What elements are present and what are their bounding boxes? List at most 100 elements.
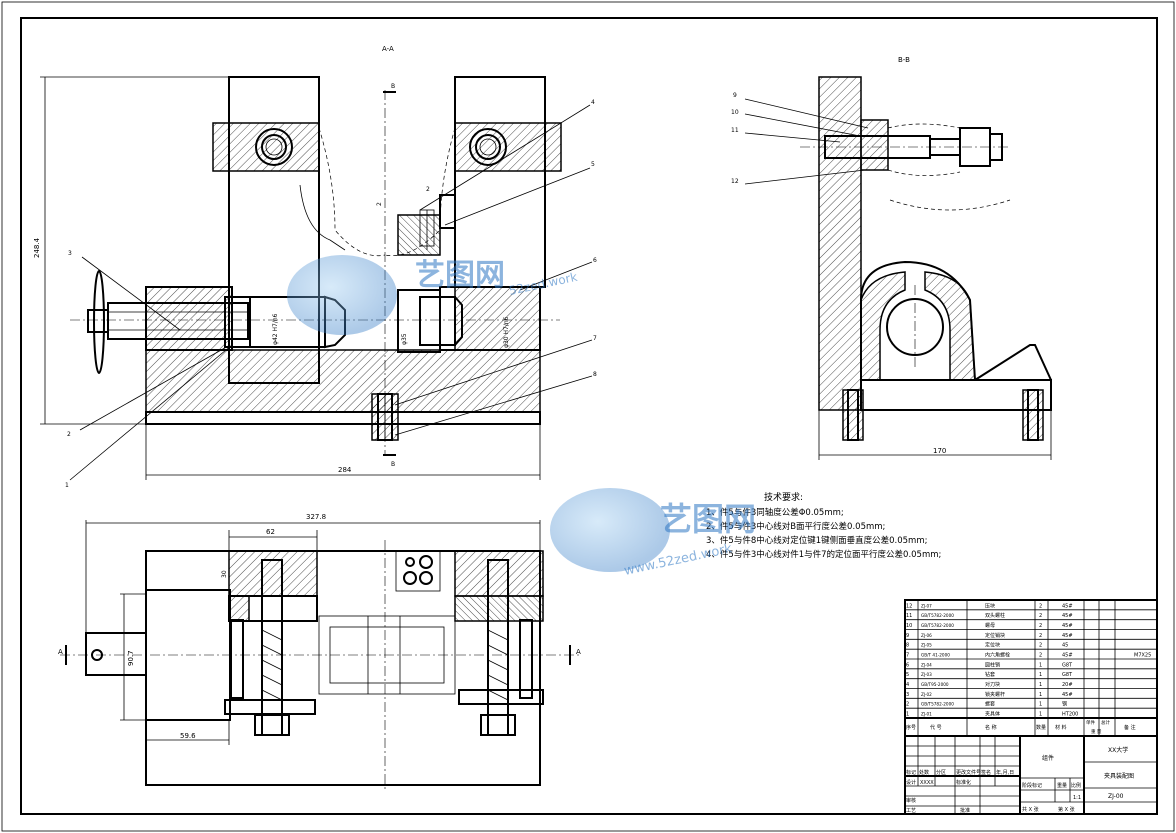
bom-cell-no: 11 [906, 613, 912, 619]
tb-count: 处数 [919, 769, 929, 776]
bom-header-unit: 单件 [1086, 719, 1095, 726]
bom-cell-code: ZJ-01 [921, 712, 932, 717]
bom-cell-name: 钻套 [985, 671, 995, 678]
watermark-brand-2: 艺图网 [660, 500, 756, 538]
tb-sheet: 第 X 张 [1058, 806, 1075, 813]
dim-phi30: φ30 H7/n6 [503, 316, 510, 348]
bom-cell-name: 对刀块 [985, 681, 1000, 688]
section-aa-label: A-A [382, 45, 394, 53]
bom-cell-qty: 1 [1039, 692, 1042, 698]
title-block: 标记 处数 分区 更改文件号 签名 年,月,日 设计 XXXX 审核 工艺 标准… [904, 735, 1158, 815]
watermark-2: 艺图网 www.52zed.work [550, 488, 756, 579]
bom-cell-name: 定位块 [985, 642, 1000, 649]
bom-header-weight: 重 量 [1091, 728, 1102, 735]
watermark-brand-1: 艺图网 [415, 258, 505, 293]
tb-weight: 重量 [1057, 782, 1067, 789]
bom-cell-qty: 1 [1039, 702, 1042, 708]
tech-req-title: 技术要求: [764, 491, 803, 503]
bom-cell-code: ZJ-02 [921, 692, 932, 697]
dim-596: 59.6 [180, 732, 196, 740]
cut-b-bottom: B [391, 461, 395, 468]
cut-b-top: B [391, 83, 395, 90]
bom-cell-qty: 2 [1039, 643, 1042, 649]
watermark-globe-icon-2 [550, 488, 670, 572]
balloon-3: 3 [68, 250, 72, 257]
dim-phi42: φ42 H7/n6 [272, 313, 279, 345]
cut-a-right: A [576, 648, 581, 656]
bom-cell-mat: 45# [1062, 623, 1073, 629]
balloon-11: 11 [731, 127, 739, 134]
tb-group: 组件 [1042, 754, 1054, 762]
bom-cell-qty: 1 [1039, 682, 1042, 688]
bom-cell-mat: 20# [1062, 682, 1073, 688]
bom-cell-mat: G8T [1062, 662, 1073, 668]
bom-cell-mat: 钢 [1062, 701, 1067, 708]
technical-requirements: 技术要求: 1、件5与件3同轴度公差Φ0.05mm; 2、件5与件3中心线对B面… [706, 491, 941, 560]
section-bb-view: B-B 170 9 10 11 12 [731, 56, 1052, 460]
bom-cell-mat: 45# [1062, 633, 1073, 639]
bom-cell-code: GB/T5782-2000 [921, 702, 954, 707]
section-bb-label: B-B [898, 56, 910, 64]
bom-header-total: 总计 [1101, 719, 1110, 726]
bom-cell-mat: HT200 [1062, 712, 1078, 718]
balloon-8: 8 [593, 371, 597, 378]
bom-cell-qty: 2 [1039, 633, 1042, 639]
bom-header-name: 名 称 [985, 724, 997, 731]
bom-cell-name: 夹具体 [985, 711, 1000, 718]
bom-cell-no: 7 [906, 653, 909, 659]
section-aa-view: A-A [33, 45, 597, 489]
tb-scale: 1:1 [1073, 795, 1081, 801]
dim-gap-2a: 2 [426, 186, 430, 193]
bom-cell-name: 定位销块 [985, 632, 1005, 639]
bom-cell-name: 内六角螺栓 [985, 652, 1010, 659]
bom-cell-code: ZJ-05 [921, 643, 932, 648]
bom-cell-mat: 45# [1062, 603, 1073, 609]
bom-cell-note: M7X25 [1134, 653, 1151, 659]
bom-cell-no: 10 [906, 623, 912, 629]
bom-header-code: 代 号 [930, 724, 942, 731]
tb-approve: 批准 [960, 807, 970, 814]
tb-scale-label: 比例 [1071, 782, 1081, 789]
bom-cell-qty: 1 [1039, 672, 1042, 678]
dim-248: 248.4 [33, 237, 41, 258]
dim-30: 30 [221, 570, 228, 578]
bom-header-note: 备 注 [1124, 724, 1136, 731]
tb-std: 标准化 [956, 779, 971, 786]
dim-327: 327.8 [306, 513, 326, 521]
dim-phi35: φ35 [401, 333, 408, 345]
bom-cell-no: 3 [906, 692, 909, 698]
bom-cell-no: 2 [906, 702, 909, 708]
inner-frame [20, 17, 1158, 815]
tb-mark: 标记 [906, 769, 916, 776]
bom-cell-code: ZJ-07 [921, 603, 932, 608]
bom-cell-qty: 2 [1039, 603, 1042, 609]
tech-req-line-4: 4、件5与件3中心线对件1与件7的定位面平行度公差0.05mm; [706, 549, 941, 560]
bom-cell-name: 锁夹螺杆 [985, 691, 1005, 698]
balloon-1: 1 [65, 482, 69, 489]
bom-cell-qty: 1 [1039, 712, 1042, 718]
balloon-7: 7 [593, 335, 597, 342]
bom-cell-name: 螺套 [985, 701, 995, 708]
dim-907: 90.7 [127, 650, 135, 666]
bom-cell-code: GB/T 41-2000 [921, 653, 950, 658]
tb-design: 设计 [906, 779, 916, 786]
bom-header-mat: 材 料 [1055, 724, 1067, 731]
bom-cell-code: GB/T5782-2000 [921, 613, 954, 618]
bom-cell-code: ZJ-04 [921, 662, 932, 667]
bom-cell-no: 12 [906, 603, 912, 609]
bom-cell-name: 圆柱销 [985, 661, 1000, 668]
bom-cell-name: 压块 [985, 602, 995, 609]
tb-process: 工艺 [906, 808, 916, 814]
tb-zone: 分区 [936, 769, 946, 776]
tb-sheets: 共 X 张 [1022, 806, 1039, 813]
plan-view: 327.8 62 30 90.7 59.6 A A [58, 513, 581, 790]
tb-change: 更改文件号 [956, 769, 981, 776]
bom-cell-mat: 45 [1062, 643, 1068, 649]
bom-cell-qty: 1 [1039, 662, 1042, 668]
tb-date: 年,月,日 [996, 769, 1014, 776]
tb-drawing-no: ZJ-00 [1108, 793, 1124, 800]
bom-cell-qty: 2 [1039, 623, 1042, 629]
bom-cell-qty: 2 [1039, 613, 1042, 619]
balloon-6: 6 [593, 257, 597, 264]
